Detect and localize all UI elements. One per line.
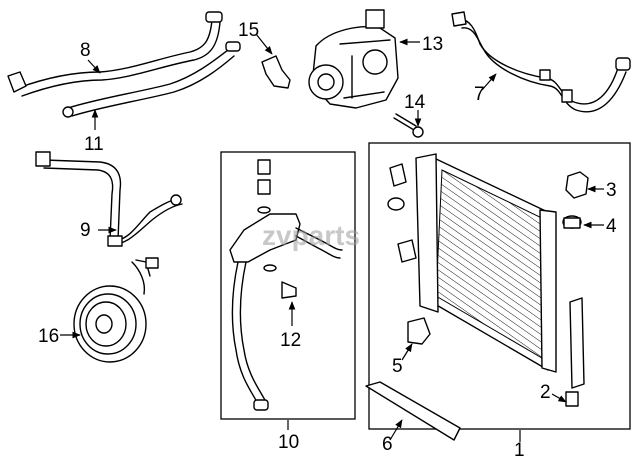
clutch-pulley-16 [73,257,159,363]
leader-lines [60,33,604,442]
cushion-4 [562,215,582,229]
callout-12: 12 [280,330,301,351]
bracket-small-a [389,163,407,187]
hose-assembly-7 [451,11,631,113]
bracket-small-b [397,239,417,263]
bracket-15 [261,55,291,89]
group-box-10 [220,151,356,420]
watermark-logo: zvparts [262,220,360,251]
callout-11: 11 [84,134,104,155]
callout-13: 13 [422,34,443,55]
cushion-small [387,197,405,211]
callout-14: 14 [404,92,426,113]
callout-1: 1 [514,440,525,461]
drier-2 [565,297,585,407]
condenser-1 [415,153,557,373]
callout-15: 15 [238,20,259,41]
callout-7: 7 [474,84,485,105]
callout-6: 6 [382,434,393,455]
callout-8: 8 [80,40,91,61]
callout-9: 9 [80,220,91,241]
seal-6 [365,381,461,441]
hose-assembly-9 [35,151,183,247]
hose-assembly-11 [62,41,241,118]
callout-16: 16 [38,326,59,347]
bolt-14 [393,113,424,138]
callout-3: 3 [606,180,617,201]
receiver-assembly-10 [229,159,343,411]
hose-assembly-8 [7,11,223,97]
bracket-3 [565,171,589,199]
group-box-1 [368,142,631,430]
callout-4: 4 [606,216,617,237]
compressor-13 [308,9,399,109]
callout-5: 5 [392,356,403,377]
bracket-5 [407,317,431,345]
callout-10: 10 [278,432,299,453]
callout-2: 2 [540,382,551,403]
